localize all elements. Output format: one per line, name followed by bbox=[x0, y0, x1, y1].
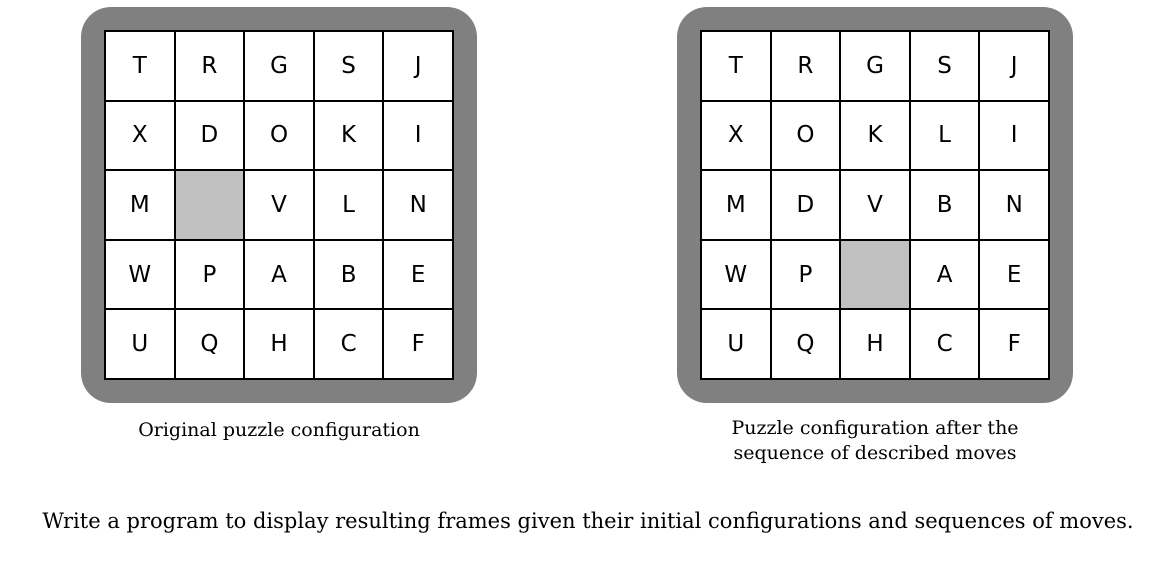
puzzle-cell: S bbox=[313, 31, 384, 101]
empty-cell bbox=[840, 239, 910, 310]
result-caption-line-1: Puzzle configuration after the bbox=[731, 417, 1019, 439]
result-caption-line-2: sequence of described moves bbox=[733, 442, 1017, 464]
puzzle-cell: L bbox=[909, 100, 980, 171]
puzzle-cell: X bbox=[701, 100, 771, 171]
puzzle-cell: J bbox=[979, 31, 1049, 101]
puzzle-cell: M bbox=[105, 170, 175, 240]
puzzle-cell: W bbox=[701, 239, 771, 310]
puzzle-cell: N bbox=[979, 170, 1049, 240]
puzzle-cell: U bbox=[105, 309, 175, 379]
puzzle-cell: P bbox=[174, 239, 245, 310]
puzzle-cell: E bbox=[979, 239, 1049, 310]
puzzle-cell: V bbox=[244, 170, 314, 240]
puzzle-cell: E bbox=[383, 239, 453, 310]
puzzle-cell: F bbox=[979, 309, 1049, 379]
puzzle-cell: O bbox=[770, 100, 841, 171]
puzzle-cell: D bbox=[770, 170, 841, 240]
puzzle-cell: N bbox=[383, 170, 453, 240]
empty-cell bbox=[174, 170, 245, 240]
original-puzzle-caption: Original puzzle configuration bbox=[138, 419, 420, 441]
puzzle-cell: C bbox=[909, 309, 980, 379]
puzzle-cell: W bbox=[105, 239, 175, 310]
puzzle-cell: M bbox=[701, 170, 771, 240]
result-puzzle-caption: Puzzle configuration after the sequence … bbox=[677, 416, 1073, 466]
puzzle-cell: F bbox=[383, 309, 453, 379]
puzzle-cell: Q bbox=[770, 309, 841, 379]
puzzle-cell: K bbox=[840, 100, 910, 171]
puzzle-cell: A bbox=[909, 239, 980, 310]
puzzle-cell: U bbox=[701, 309, 771, 379]
puzzle-cell: H bbox=[244, 309, 314, 379]
puzzle-cell: D bbox=[174, 100, 245, 171]
puzzle-cell: J bbox=[383, 31, 453, 101]
puzzle-cell: H bbox=[840, 309, 910, 379]
puzzle-cell: T bbox=[701, 31, 771, 101]
puzzle-cell: O bbox=[244, 100, 314, 171]
puzzle-cell: I bbox=[979, 100, 1049, 171]
puzzle-cell: V bbox=[840, 170, 910, 240]
puzzle-cell: B bbox=[909, 170, 980, 240]
instruction-text: Write a program to display resulting fra… bbox=[42, 509, 1134, 533]
puzzle-cell: K bbox=[313, 100, 384, 171]
puzzle-cell: L bbox=[313, 170, 384, 240]
puzzle-cell: S bbox=[909, 31, 980, 101]
puzzle-cell: I bbox=[383, 100, 453, 171]
puzzle-cell: X bbox=[105, 100, 175, 171]
puzzle-cell: R bbox=[770, 31, 841, 101]
puzzle-cell: G bbox=[244, 31, 314, 101]
puzzle-cell: R bbox=[174, 31, 245, 101]
puzzle-cell: B bbox=[313, 239, 384, 310]
puzzle-cell: C bbox=[313, 309, 384, 379]
puzzle-cell: A bbox=[244, 239, 314, 310]
puzzle-cell: P bbox=[770, 239, 841, 310]
puzzle-cell: T bbox=[105, 31, 175, 101]
puzzle-cell: G bbox=[840, 31, 910, 101]
puzzle-cell: Q bbox=[174, 309, 245, 379]
